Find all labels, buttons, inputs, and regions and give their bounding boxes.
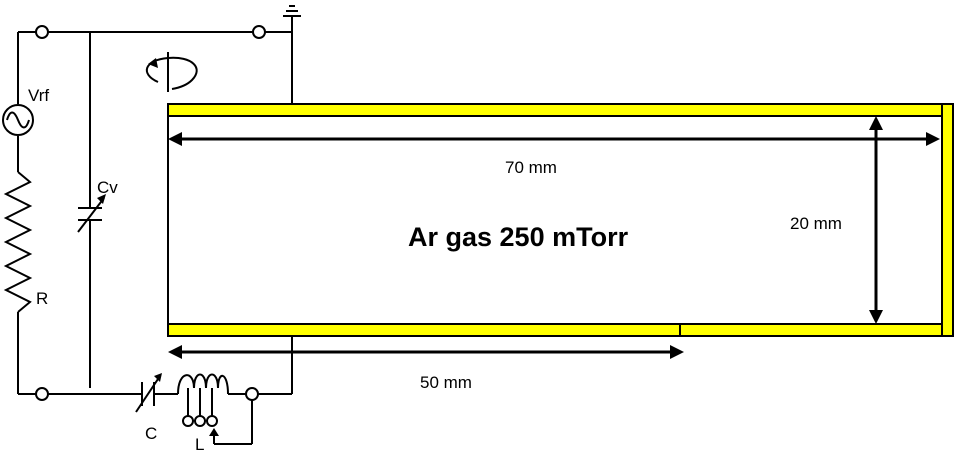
bottom-electrode-right (679, 323, 943, 337)
right-electrode (941, 103, 954, 337)
cv-arrow-icon (97, 194, 106, 204)
circuit-wiring (17, 16, 293, 445)
rotation-arrow-icon (145, 52, 198, 92)
ground-icon (283, 5, 301, 17)
capacitor-c-icon (135, 375, 161, 413)
coil-icon (177, 373, 229, 395)
l-label: L (195, 435, 204, 454)
dimension-arrows (176, 124, 932, 354)
r-label: R (36, 289, 48, 308)
vrf-label: Vrf (28, 86, 49, 105)
height-label: 20 mm (790, 214, 842, 233)
top-electrode (167, 103, 943, 117)
cv-label: Cv (97, 178, 118, 197)
variable-capacitor-icon (77, 197, 105, 233)
arrow-heads (168, 116, 940, 359)
length-top-label: 70 mm (505, 158, 557, 177)
c-arrow-icon (154, 373, 162, 382)
bottom-electrode-left (167, 323, 681, 337)
gas-label: Ar gas 250 mTorr (408, 222, 629, 252)
terminals (35, 25, 266, 427)
ac-source-icon (2, 104, 34, 136)
length-bottom-label: 50 mm (420, 373, 472, 392)
resistor-icon (3, 171, 33, 313)
tap-arrow-icon (209, 428, 219, 436)
c-label: C (145, 424, 157, 443)
chamber-electrodes (167, 103, 954, 337)
